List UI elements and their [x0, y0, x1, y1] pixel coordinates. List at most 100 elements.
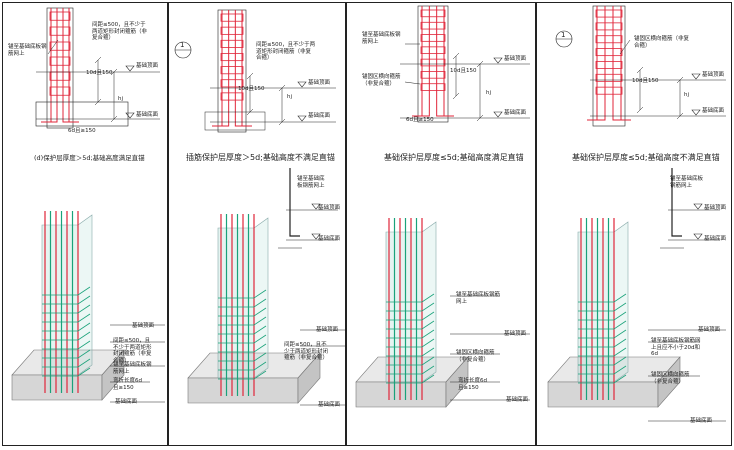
p2-top-marker — [297, 81, 307, 88]
p2-bottom-label: 基础底面 — [308, 113, 331, 119]
p1-hj-dim-tick — [110, 68, 118, 76]
p1-stirrup — [49, 56, 71, 66]
p2-top-label: 基础顶面 — [308, 80, 331, 86]
p3-anchor-dim-tick — [452, 92, 460, 100]
p3-3d-bottom: 基础底面 — [506, 397, 529, 403]
p1-iso-stirrup — [42, 295, 91, 305]
p3-anchor-dim-tick — [452, 52, 460, 60]
p1-title: (d)保护层厚度＞5d;基础高度满足直锚 — [34, 154, 145, 162]
p1-bottom-marker — [125, 112, 135, 119]
p2-iso-stirrup — [218, 334, 267, 344]
p1-3d-top: 基础顶面 — [132, 323, 155, 329]
p1-3d-bend: 弯折长度6d且≥150 — [113, 378, 142, 391]
p4-detail-bottom-marker — [693, 233, 703, 240]
p4-title: 基础保护层厚度≤5d;基础高度不满足直锚 — [572, 153, 720, 162]
p1-3d-anchor: 锚至基础底板钢筋网上 — [113, 362, 152, 375]
p4-stirrup — [595, 73, 623, 82]
p3-hj-dim-tick — [476, 114, 484, 122]
p4-top-label: 基础顶面 — [702, 72, 725, 78]
panel-4-frame — [536, 2, 732, 446]
p3-top-label: 基础顶面 — [504, 56, 527, 62]
p2-iso-stirrup — [218, 325, 267, 335]
p3-top-marker — [493, 57, 503, 64]
p4-anchor-dim-tick — [636, 106, 644, 114]
p2-iso-stirrup — [218, 370, 267, 380]
p4-iso-stirrup — [578, 293, 627, 303]
p1-column-outline — [46, 7, 74, 129]
p4-iso-stirrup — [578, 302, 627, 312]
p4-iso-stirrup — [578, 365, 627, 375]
p1-stirrup — [49, 26, 71, 36]
p1-anchor-note: 锚至基础底板钢筋网上 — [8, 44, 47, 57]
p3-3d-top: 基础顶面 — [504, 331, 527, 337]
p3-stirrup — [420, 46, 446, 55]
p4-3d-bottom: 基础底面 — [690, 418, 713, 424]
p3-iso-stirrup — [386, 302, 435, 312]
p2-footing — [204, 111, 266, 131]
p4-stirrup — [595, 61, 623, 69]
p2-hj-dim-tick — [278, 118, 286, 126]
p4-hj-dim-tick — [676, 112, 684, 120]
p4-detail-top: 基础顶面 — [704, 205, 727, 211]
p4-detail-note: 锚至基础底板钢筋网上 — [670, 176, 704, 189]
p4-3d-anchor: 锚至基础底板钢筋网上且应不小于20d和6d — [651, 338, 701, 357]
p2-stirrup — [220, 13, 244, 22]
p3-stirrup — [420, 9, 446, 18]
p2-stirrup — [220, 92, 244, 101]
p2-stirrup-note: 间距≤500，且不少于两道矩形封闭箍筋（非复合箍） — [256, 42, 316, 61]
p4-stirrup — [595, 86, 623, 95]
p1-stirrup — [49, 41, 71, 51]
p3-hj-dim-tick — [476, 60, 484, 68]
p1-stirrup — [49, 11, 71, 21]
p1-3d-stirrup: 间距≤500，且不少于两道矩形封闭箍筋（非复合箍） — [113, 338, 152, 364]
p3-dim-bend: 6d且≥150 — [406, 117, 434, 123]
p2-stirrup — [220, 79, 244, 88]
p4-3d-stirrup: 锚固区横向箍筋（非复合箍） — [651, 372, 690, 385]
p1-3d-bottom: 基础底面 — [115, 399, 138, 405]
p2-3d-top: 基础顶面 — [316, 327, 339, 333]
p4-detail-bottom: 基础底面 — [704, 236, 727, 242]
p3-title: 基础保护层厚度≤5d;基础高度满足直锚 — [384, 153, 524, 162]
p2-vertical-bar — [241, 10, 252, 127]
p2-detail-note: 锚至基础底板钢筋网上 — [297, 176, 325, 189]
p4-iso-stirrup — [578, 356, 627, 366]
p2-iso-stirrup — [218, 289, 267, 299]
p3-vertical-bar — [436, 6, 447, 117]
p3-leader — [404, 81, 421, 85]
p3-3d-stirrup: 锚固区横向箍筋（非复合箍） — [456, 350, 495, 363]
p2-dim-anchor: 10d且150 — [238, 86, 265, 92]
p4-iso-stirrup — [578, 338, 627, 348]
p2-iso-stirrup — [218, 352, 267, 362]
p4-bottom-marker — [691, 109, 701, 116]
panel-2-frame — [168, 2, 346, 446]
p4-iso-footing-side — [657, 356, 681, 408]
p1-iso-stirrup — [42, 331, 91, 341]
p4-iso-stirrup — [578, 347, 627, 357]
p4-section-mark: 1 — [561, 31, 566, 39]
p2-detail-bottom: 基础底面 — [318, 236, 341, 242]
p1-top-label: 基础顶面 — [136, 63, 159, 69]
p4-iso-stirrup — [578, 374, 627, 384]
p3-vertical-bar — [419, 6, 430, 117]
p1-iso-stirrup — [42, 322, 91, 332]
p4-leader — [619, 39, 631, 55]
p2-stirrup — [220, 66, 244, 75]
p4-stirrup — [595, 9, 623, 18]
p4-iso-stirrup — [578, 320, 627, 330]
p4-stirrup-note: 锚固区横向箍筋（非复合箍） — [634, 36, 690, 49]
p2-stirrup — [220, 39, 244, 48]
p2-iso-stirrup — [218, 298, 267, 308]
p1-leader — [47, 39, 59, 55]
p1-hj-dim-tick — [110, 115, 118, 123]
p2-iso-stirrup — [218, 307, 267, 317]
p2-3d-bottom: 基础底面 — [318, 402, 341, 408]
p2-detail-hook — [289, 168, 300, 237]
p2-section-mark: 1 — [180, 41, 185, 49]
p1-dim-anchor: 10d且150 — [86, 70, 113, 76]
p4-vertical-bar — [620, 6, 631, 121]
p4-vertical-bar — [595, 6, 606, 121]
p2-iso-stirrup — [218, 316, 267, 326]
p2-dim-hj: hj — [287, 94, 293, 100]
